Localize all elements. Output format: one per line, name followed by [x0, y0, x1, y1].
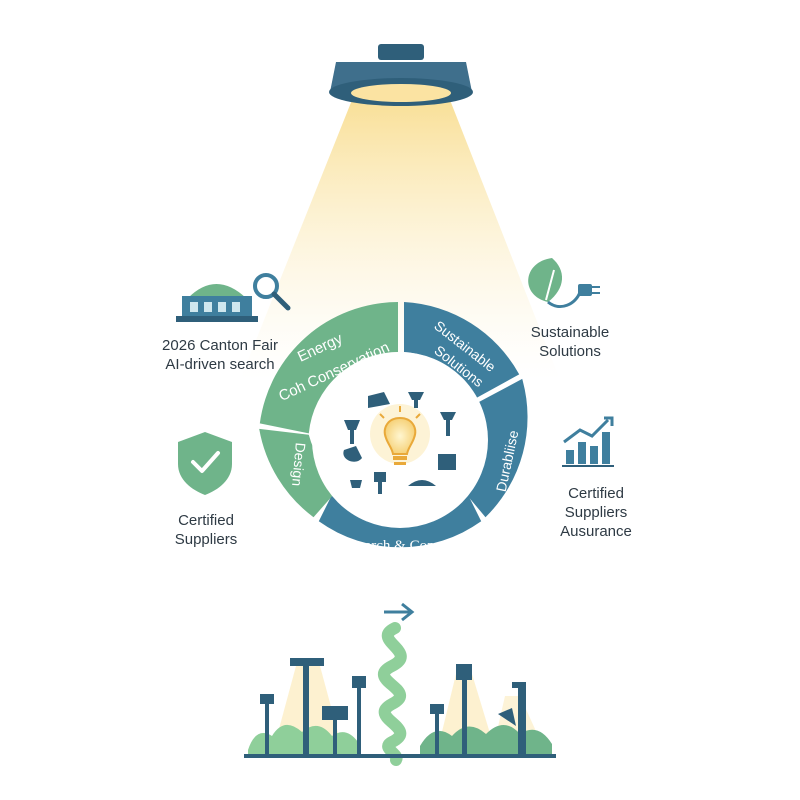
lamp-icon-3 [440, 412, 456, 420]
lamp-icon-2-stem [414, 400, 418, 408]
arrow-right-icon [384, 602, 415, 622]
certified-left-line1: Certified [178, 512, 234, 529]
certified-suppliers-label-left: Certified Suppliers [156, 511, 256, 549]
lamp-icon-8 [408, 480, 436, 486]
ring-label-research: Research & Compare [335, 538, 464, 554]
certified-right-line3: Ausurance [560, 523, 632, 540]
ring-segment-design [259, 428, 343, 518]
ceiling-lamp-icon [329, 44, 473, 106]
lamp-icon-9 [350, 480, 362, 488]
growth-chart-icon [562, 416, 614, 467]
sustainable-line2: Solutions [539, 343, 601, 360]
lamp-icon-4 [344, 420, 360, 430]
lamp-icon-4-pole [350, 430, 354, 444]
lamp-icons [343, 392, 456, 494]
ring-label-design: Design [289, 442, 309, 487]
street-lamps-scene [244, 658, 556, 758]
lightbulb-icon [370, 404, 430, 465]
lamp-icon-5 [343, 446, 362, 462]
sustainable-solutions-label: Sustainable Solutions [510, 323, 630, 361]
canton-fair-line1: 2026 Canton Fair [162, 337, 278, 354]
magnifier-icon [253, 273, 291, 311]
sustainable-line1: Sustainable [530, 324, 610, 341]
lamp-icon-3-pole [446, 420, 450, 436]
certified-right-line2: Suppliers [564, 504, 628, 521]
lamp-icon-7-pole [378, 482, 382, 494]
canton-fair-line2: AI-driven search [165, 356, 275, 373]
exhibition-hall-icon [176, 284, 258, 322]
certified-suppliers-label-right: Certified Suppliers Ausurance [546, 484, 646, 541]
lamp-icon-1 [368, 392, 390, 408]
ring-segment-sustainable [404, 302, 520, 398]
lamp-icon-7 [374, 472, 386, 482]
ring-segment-energy [259, 302, 398, 434]
light-beam [240, 100, 560, 380]
lamp-icon-2 [408, 392, 424, 400]
shield-check-icon [178, 432, 232, 495]
leaf-plug-icon [528, 258, 600, 308]
winding-path [378, 622, 407, 766]
lamp-icon-6 [438, 454, 456, 470]
certified-right-line1: Certified [568, 485, 624, 502]
certified-left-line2: Suppliers [174, 531, 238, 548]
canton-fair-label: 2026 Canton Fair AI-driven search [140, 336, 300, 374]
